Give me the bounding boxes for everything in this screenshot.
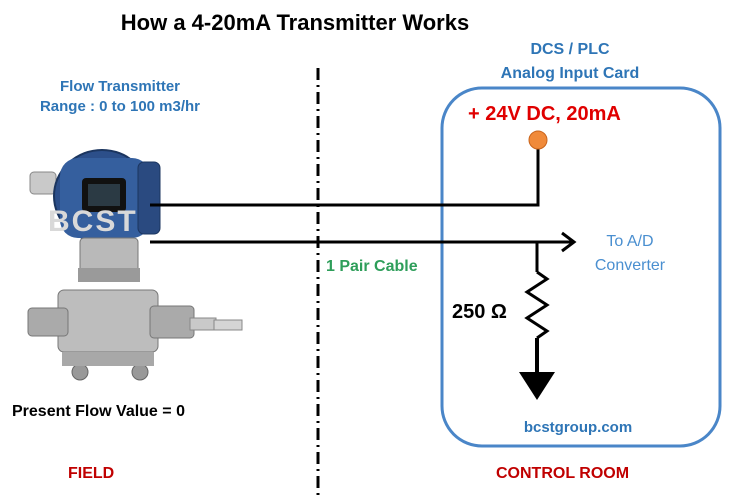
flow-transmitter-image: [27, 149, 243, 381]
flow-value-label: Present Flow Value = 0: [12, 403, 185, 420]
field-zone-label: FIELD: [68, 465, 115, 482]
ad-line2: Converter: [594, 257, 666, 274]
analog-input-card-box: [440, 86, 722, 448]
dcs-label: DCS / PLC Analog Input Card: [470, 38, 670, 86]
transmitter-range: Range : 0 to 100 m3/hr: [39, 98, 201, 115]
signal-arrowhead: [561, 231, 577, 253]
ground-arrow: [519, 372, 555, 400]
supply-terminal-dot: [528, 130, 548, 150]
watermark-logo: BCST: [48, 205, 138, 238]
control-room-zone-label: CONTROL ROOM: [496, 465, 630, 482]
transmitter-label: Flow Transmitter Range : 0 to 100 m3/hr: [20, 77, 220, 117]
supply-wire: [150, 137, 540, 207]
resistor-zigzag: [524, 270, 550, 340]
transmitter-name: Flow Transmitter: [59, 78, 181, 95]
page-title: How a 4-20mA Transmitter Works: [120, 10, 470, 35]
supply-label: + 24V DC, 20mA: [468, 103, 621, 125]
ad-line1: To A/D: [606, 233, 654, 250]
dcs-line2: Analog Input Card: [500, 65, 640, 82]
ad-converter-label: To A/D Converter: [570, 230, 690, 278]
dcs-line1: DCS / PLC: [530, 41, 610, 58]
website-label: bcstgroup.com: [523, 419, 633, 436]
cable-label: 1 Pair Cable: [326, 258, 418, 275]
resistor-label: 250 Ω: [452, 301, 507, 323]
